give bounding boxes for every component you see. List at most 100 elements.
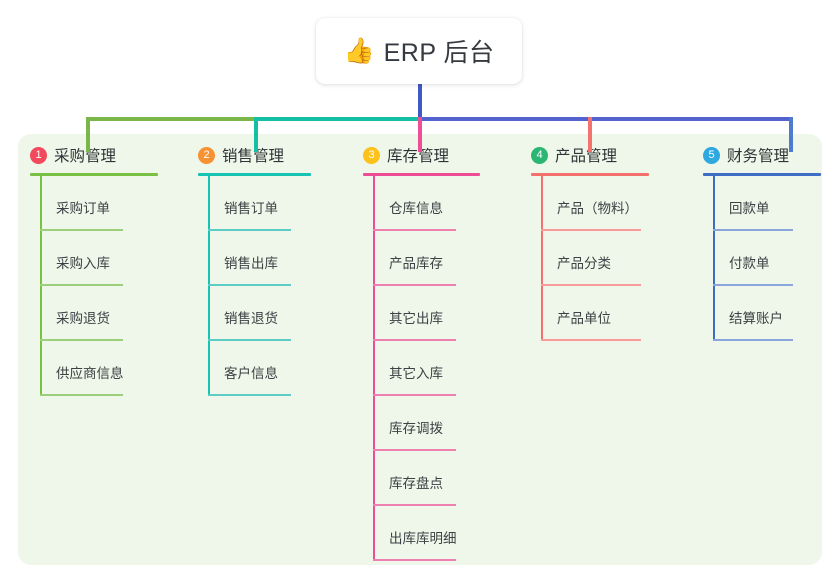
leaf-item[interactable]: 供应商信息	[40, 341, 186, 396]
leaf-item[interactable]: 回款单	[713, 176, 822, 231]
leaf-item[interactable]: 产品库存	[373, 231, 519, 286]
thumbs-up-emoji: 👍	[343, 36, 375, 65]
leaf-item[interactable]: 仓库信息	[373, 176, 519, 231]
leaf-label: 销售退货	[224, 310, 278, 326]
branch-title-underline	[363, 173, 480, 176]
branch-header-4[interactable]: 4 产品管理	[519, 134, 691, 176]
leaf-underline	[373, 229, 456, 231]
leaf-label: 库存调拨	[389, 420, 443, 436]
leaf-item[interactable]: 库存调拨	[373, 396, 519, 451]
leaf-underline	[208, 284, 291, 286]
leaf-underline	[373, 394, 456, 396]
branch-column-3: 3 库存管理仓库信息产品库存其它出库其它入库库存调拨库存盘点出库库明细	[351, 134, 519, 565]
leaf-underline	[541, 339, 641, 341]
leaf-item[interactable]: 库存盘点	[373, 451, 519, 506]
leaf-item[interactable]: 产品（物料）	[541, 176, 691, 231]
branch-leaf-list-4: 产品（物料） 产品分类产品单位	[519, 176, 691, 341]
leaf-underline	[208, 229, 291, 231]
leaf-label: 产品（物料）	[557, 200, 638, 216]
root-title: ERP 后台	[383, 39, 495, 67]
branch-spine	[40, 176, 42, 396]
leaf-item[interactable]: 采购订单	[40, 176, 186, 231]
leaf-underline	[373, 284, 456, 286]
leaf-item[interactable]: 采购退货	[40, 286, 186, 341]
branch-header-1[interactable]: 1 采购管理	[18, 134, 186, 176]
leaf-underline	[713, 284, 793, 286]
leaf-label: 其它出库	[389, 310, 443, 326]
branch-spine	[373, 176, 375, 561]
leaf-label: 库存盘点	[389, 475, 443, 491]
leaf-item[interactable]: 销售出库	[208, 231, 351, 286]
branch-number-badge: 2	[198, 146, 215, 164]
branch-leaf-list-2: 销售订单销售出库销售退货客户信息	[186, 176, 351, 396]
branch-title: 采购管理	[54, 148, 117, 165]
leaf-item[interactable]: 其它入库	[373, 341, 519, 396]
leaf-item[interactable]: 其它出库	[373, 286, 519, 341]
leaf-underline	[208, 394, 291, 396]
leaf-underline	[373, 559, 456, 561]
leaf-label: 其它入库	[389, 365, 443, 381]
leaf-underline	[40, 394, 123, 396]
leaf-item[interactable]: 销售订单	[208, 176, 351, 231]
leaf-underline	[713, 339, 793, 341]
branch-number-badge: 1	[30, 146, 47, 164]
leaf-label: 付款单	[729, 255, 770, 271]
branch-title: 产品管理	[555, 148, 618, 165]
leaf-item[interactable]: 出库库明细	[373, 506, 519, 561]
leaf-item[interactable]: 产品分类	[541, 231, 691, 286]
branch-header-3[interactable]: 3 库存管理	[351, 134, 519, 176]
leaf-label: 采购退货	[56, 310, 110, 326]
branch-leaf-list-1: 采购订单采购入库采购退货供应商信息	[18, 176, 186, 396]
branch-title-underline	[30, 173, 158, 176]
leaf-underline	[373, 339, 456, 341]
branch-spine	[713, 176, 715, 341]
leaf-underline	[373, 504, 456, 506]
branch-columns: 1 采购管理采购订单采购入库采购退货供应商信息 2 销售管理销售订单销售出库销售退货客…	[18, 134, 822, 565]
leaf-underline	[40, 229, 123, 231]
branch-panel-background	[18, 134, 822, 565]
leaf-label: 销售出库	[224, 255, 278, 271]
leaf-label: 采购订单	[56, 200, 110, 216]
leaf-label: 客户信息	[224, 365, 278, 381]
branch-title: 财务管理	[727, 148, 790, 165]
leaf-underline	[373, 449, 456, 451]
leaf-underline	[208, 339, 291, 341]
leaf-item[interactable]: 采购入库	[40, 231, 186, 286]
branch-leaf-list-5: 回款单付款单结算账户	[691, 176, 822, 341]
leaf-underline	[40, 339, 123, 341]
leaf-underline	[713, 229, 793, 231]
leaf-label: 结算账户	[729, 310, 783, 326]
leaf-item[interactable]: 产品单位	[541, 286, 691, 341]
leaf-item[interactable]: 结算账户	[713, 286, 822, 341]
leaf-label: 销售订单	[224, 200, 278, 216]
branch-title-underline	[198, 173, 311, 176]
branch-number-badge: 4	[531, 146, 548, 164]
leaf-underline	[40, 284, 123, 286]
branch-column-4: 4 产品管理产品（物料） 产品分类产品单位	[519, 134, 691, 565]
leaf-item[interactable]: 付款单	[713, 231, 822, 286]
branch-title: 销售管理	[222, 148, 285, 165]
leaf-label: 回款单	[729, 200, 770, 216]
leaf-item[interactable]: 销售退货	[208, 286, 351, 341]
leaf-label: 产品库存	[389, 255, 443, 271]
branch-number-badge: 3	[363, 146, 380, 164]
leaf-label: 产品单位	[557, 310, 611, 326]
branch-column-1: 1 采购管理采购订单采购入库采购退货供应商信息	[18, 134, 186, 565]
leaf-label: 供应商信息	[56, 365, 124, 381]
branch-title-underline	[531, 173, 649, 176]
branch-column-2: 2 销售管理销售订单销售出库销售退货客户信息	[186, 134, 351, 565]
root-node-card[interactable]: 👍 ERP 后台	[316, 18, 522, 84]
branch-spine	[208, 176, 210, 396]
branch-title: 库存管理	[387, 148, 450, 165]
leaf-underline	[541, 284, 641, 286]
leaf-item[interactable]: 客户信息	[208, 341, 351, 396]
branch-leaf-list-3: 仓库信息产品库存其它出库其它入库库存调拨库存盘点出库库明细	[351, 176, 519, 561]
branch-title-underline	[703, 173, 821, 176]
branch-spine	[541, 176, 543, 341]
leaf-label: 仓库信息	[389, 200, 443, 216]
branch-header-2[interactable]: 2 销售管理	[186, 134, 351, 176]
leaf-label: 采购入库	[56, 255, 110, 271]
leaf-label: 出库库明细	[389, 530, 457, 546]
